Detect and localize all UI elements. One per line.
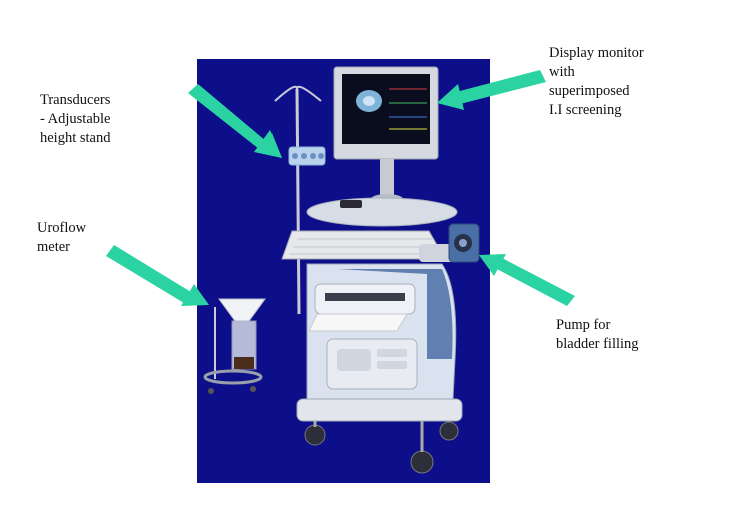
urodynamics-cart-photo: [197, 59, 490, 483]
label-pump: Pump for bladder filling: [556, 316, 639, 354]
label-pump-line2: bladder filling: [556, 336, 639, 352]
printer-paper: [308, 313, 408, 332]
cart-base: [296, 398, 463, 422]
arrow-uroflow: [106, 245, 209, 306]
transducer-pole: [295, 88, 301, 315]
label-transducers-line3: height stand: [40, 130, 111, 146]
label-transducers: Transducers - Adjustable height stand: [40, 91, 110, 148]
label-transducers-line1: Transducers: [40, 92, 111, 108]
label-uroflow-line1: Uroflow: [37, 220, 87, 236]
label-pump-line1: Pump for: [556, 317, 611, 333]
arrow-pump: [479, 254, 575, 306]
arrow-transducers: [188, 84, 282, 158]
monitor-screen: [342, 74, 430, 144]
label-transducers-line2: - Adjustable: [40, 111, 111, 127]
label-display: Display monitor with superimposed I.I sc…: [549, 44, 644, 120]
pole-hooks: [274, 85, 322, 102]
uroflow-meter: [203, 298, 266, 394]
cart-wheels: [304, 421, 459, 474]
label-uroflow-line2: meter: [37, 239, 71, 255]
label-uroflow: Uroflow meter: [37, 219, 86, 257]
label-display-line4: I.I screening: [549, 102, 622, 118]
label-display-line2: with: [549, 64, 575, 80]
label-display-line3: superimposed: [549, 83, 630, 99]
label-display-line1: Display monitor: [549, 45, 644, 61]
arrow-display: [437, 70, 546, 110]
monitor-stand: [380, 159, 394, 197]
